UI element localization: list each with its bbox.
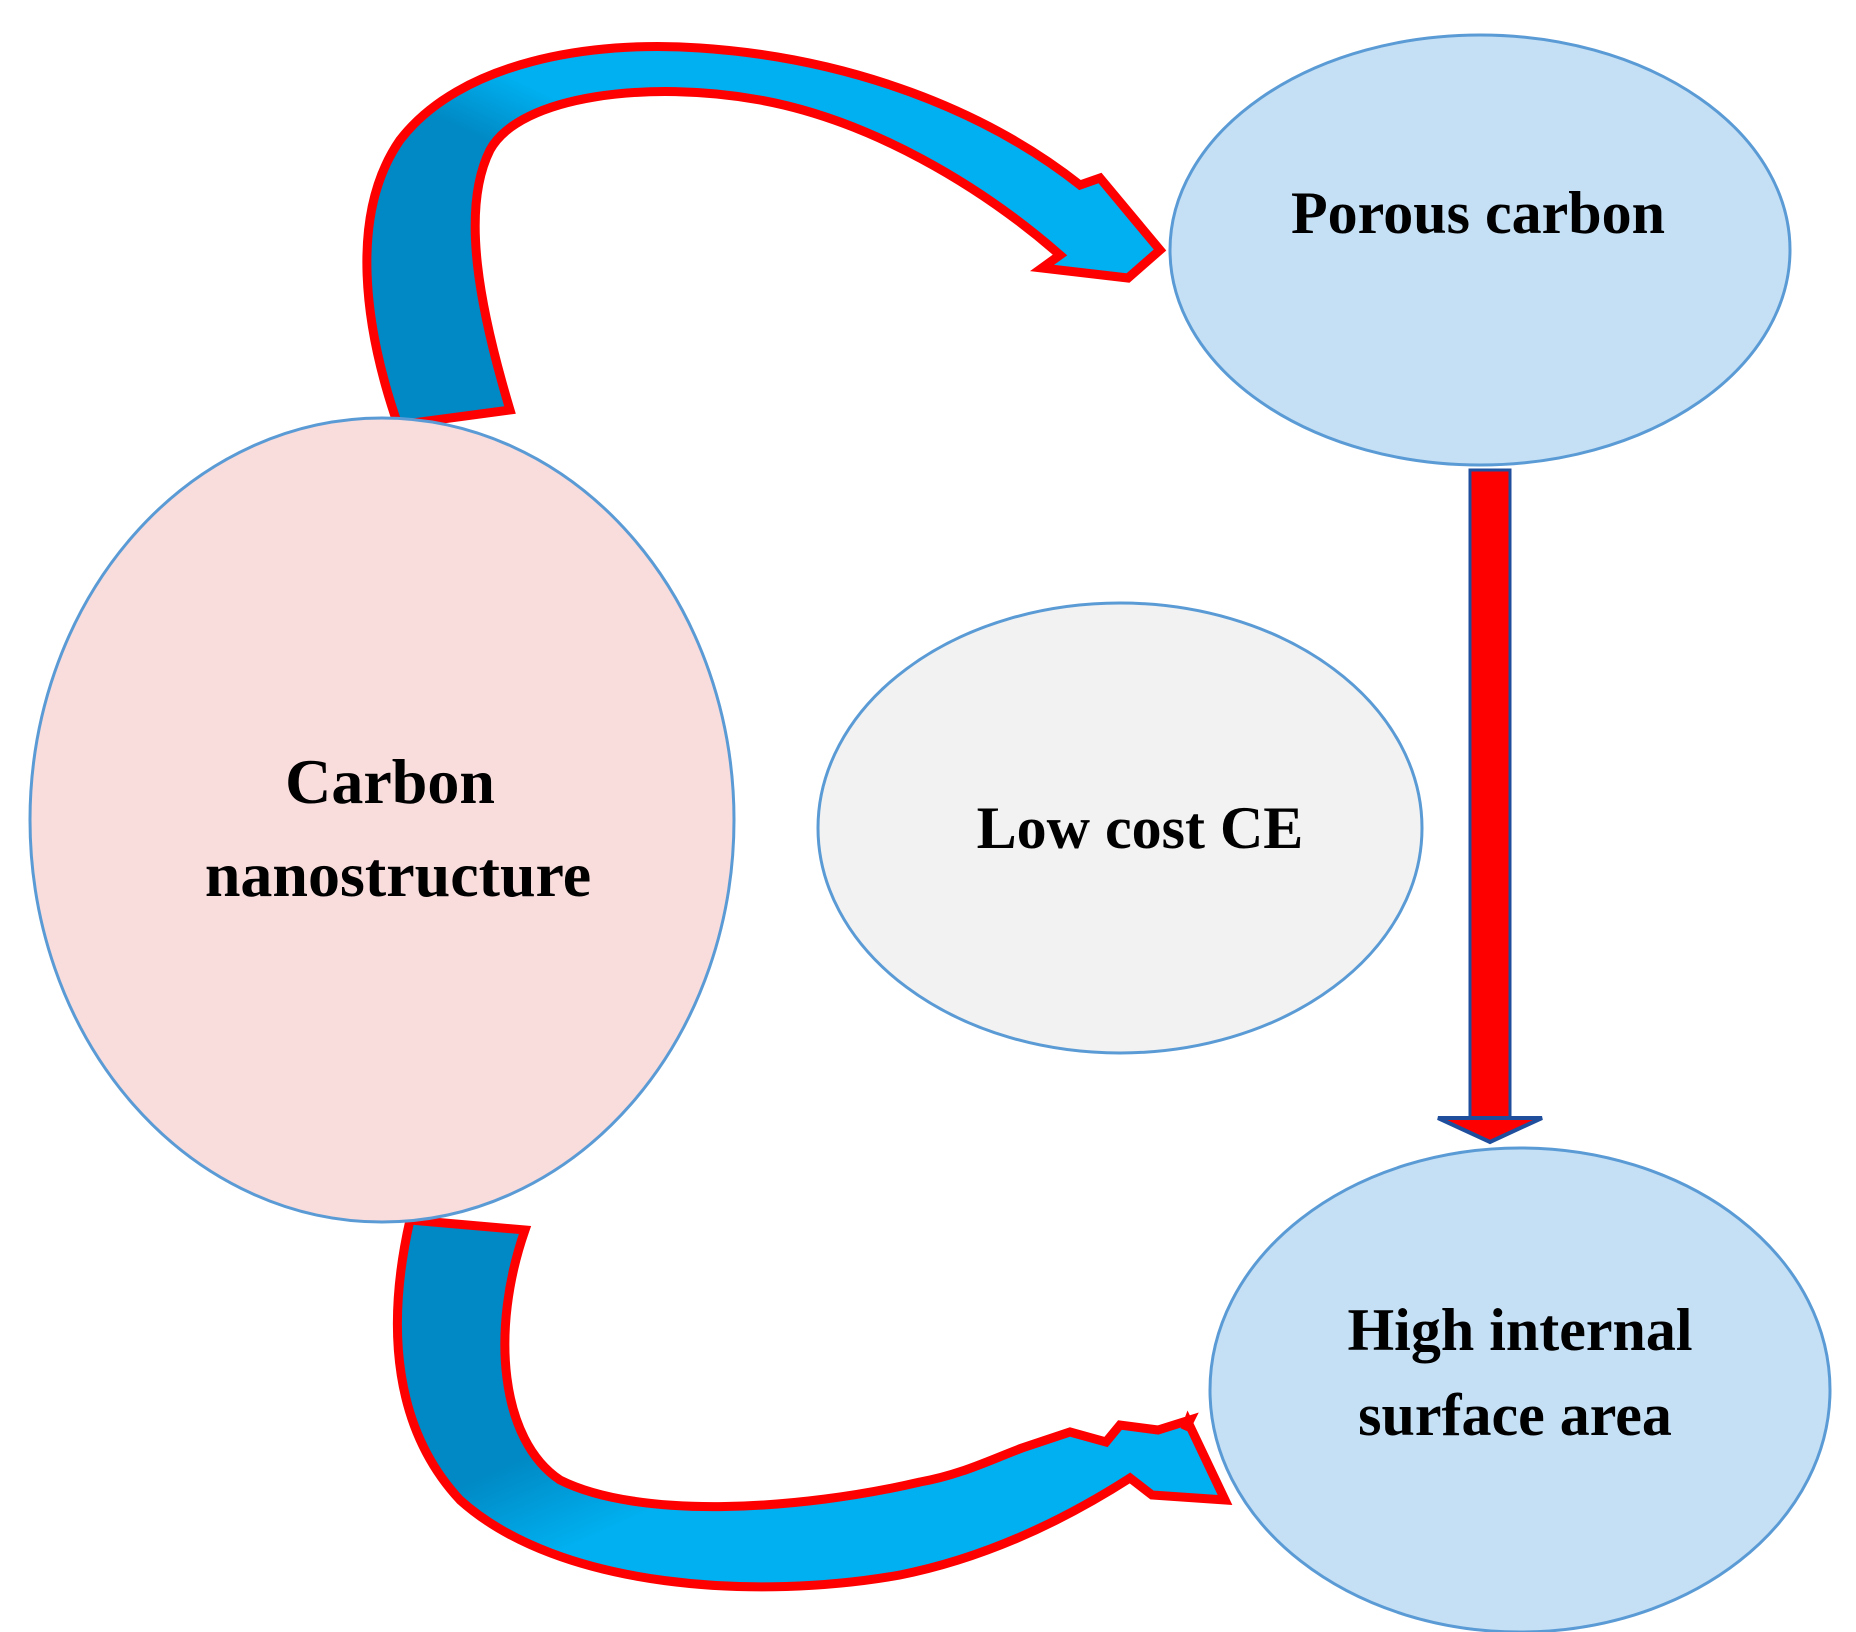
straight-arrow-down [1437, 468, 1543, 1145]
low-cost-ce-label: Low cost CE [977, 795, 1304, 861]
porous-carbon-node [1168, 33, 1792, 467]
carbon-nanostructure-label-line1: Carbon [285, 746, 495, 817]
porous-carbon-label: Porous carbon [1291, 180, 1665, 246]
surface-area-node [1208, 1146, 1832, 1632]
surface-area-label-line1: High internal [1347, 1297, 1692, 1363]
low-cost-ce-node [816, 601, 1424, 1055]
carbon-nanostructure-node [28, 416, 736, 1224]
curved-arrow-to-porous-carbon [362, 42, 1167, 430]
surface-area-label-line2: surface area [1358, 1382, 1672, 1448]
carbon-nanostructure-label-line2: nanostructure [205, 839, 591, 910]
curved-arrow-to-surface-area [392, 1215, 1233, 1592]
